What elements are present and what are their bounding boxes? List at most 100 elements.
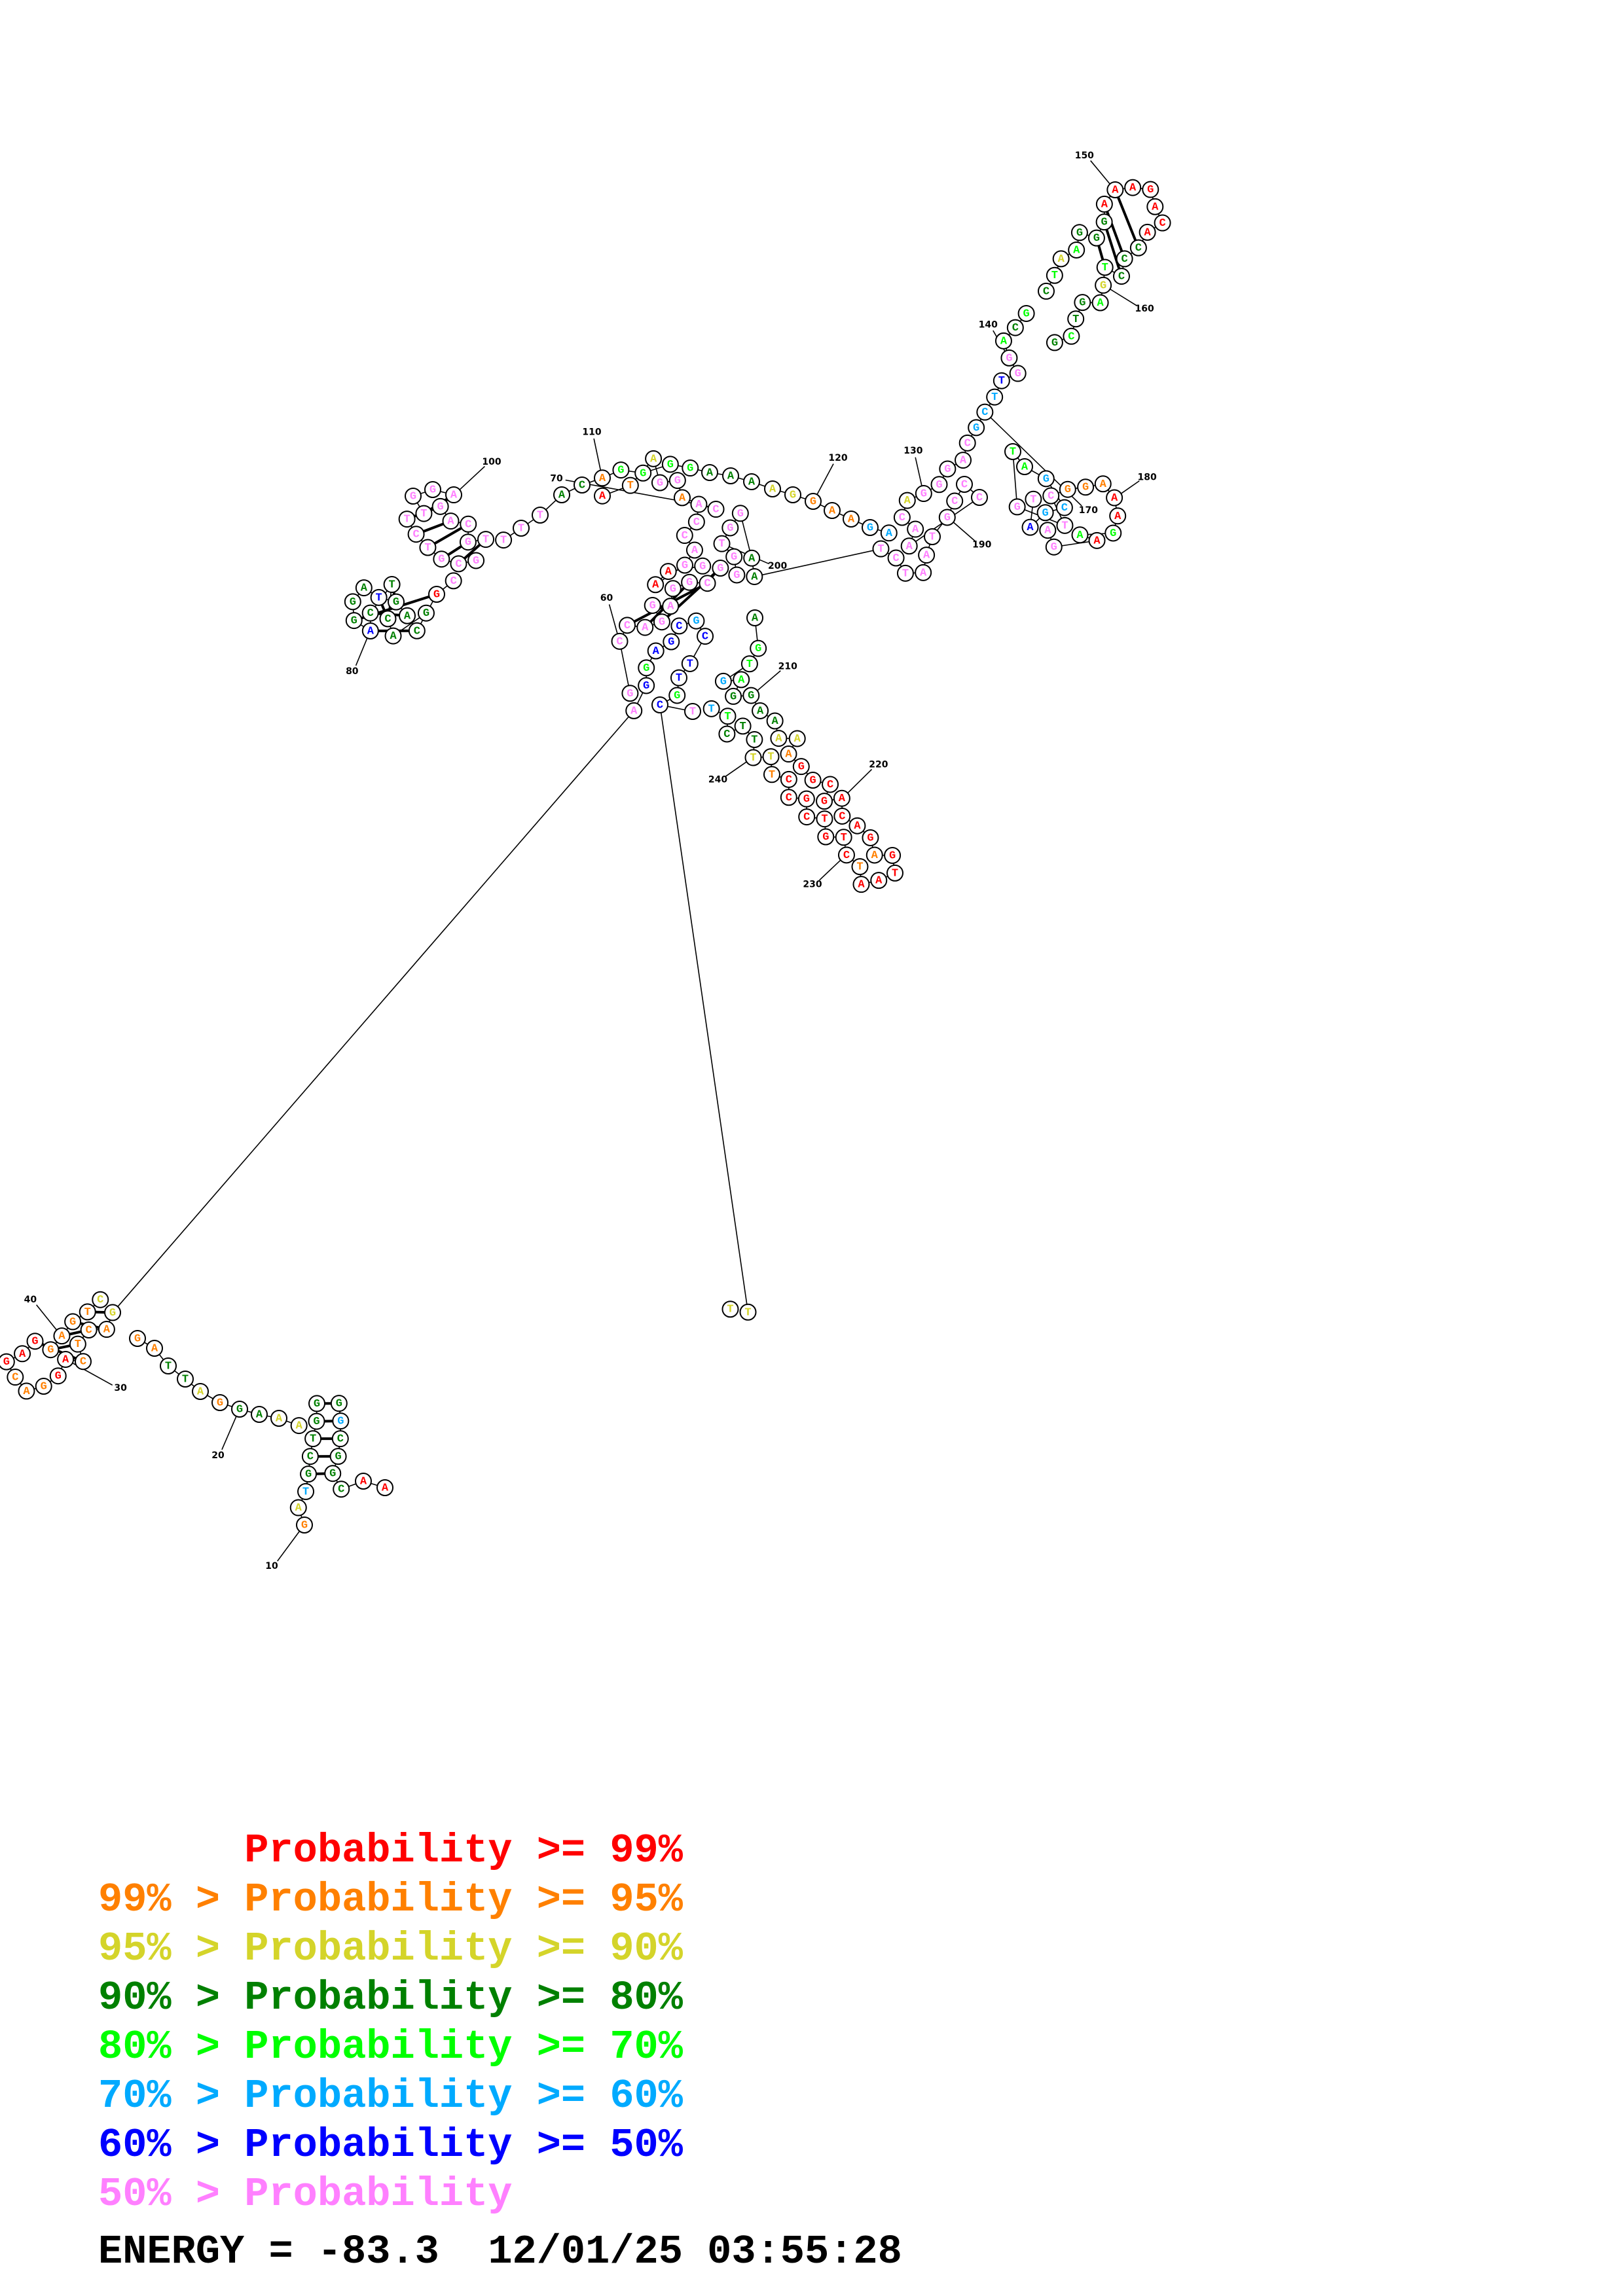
- nucleotide-letter: T: [751, 734, 757, 747]
- nucleotide-letter: A: [1093, 535, 1101, 547]
- nucleotide-letter: T: [165, 1361, 172, 1373]
- nucleotide-letter: G: [803, 793, 810, 806]
- position-label: 220: [869, 760, 888, 770]
- nucleotide-circle: [843, 511, 860, 528]
- nucleotide-letter: C: [1068, 331, 1074, 343]
- legend-prefix: 95% >: [98, 1926, 245, 1972]
- nucleotide-letter: T: [727, 1304, 733, 1316]
- nucleotide: G: [816, 793, 833, 810]
- nucleotide: T: [763, 766, 780, 783]
- nucleotide-letter: G: [822, 831, 829, 844]
- nucleotide: A: [1039, 522, 1057, 539]
- nucleotide-circle: [0, 1353, 15, 1371]
- legend-prefix: 80% >: [98, 2024, 245, 2070]
- nucleotide-letter: G: [329, 1468, 336, 1480]
- nucleotide: A: [594, 469, 611, 487]
- nucleotide-circle: [57, 1350, 75, 1368]
- nucleotide: A: [788, 730, 806, 747]
- nucleotide: C: [780, 789, 797, 806]
- nucleotide-letter: A: [757, 705, 764, 717]
- nucleotide-circle: [946, 492, 964, 510]
- nucleotide-letter: C: [338, 1484, 344, 1496]
- nucleotide-letter: A: [923, 550, 930, 562]
- nucleotide: T: [160, 1357, 177, 1374]
- nucleotide-circle: [104, 1304, 122, 1321]
- nucleotide: G: [1000, 349, 1018, 367]
- nucleotide-circle: [26, 1333, 44, 1350]
- nucleotide-letter: C: [964, 437, 971, 450]
- nucleotide-letter: A: [848, 514, 855, 526]
- nucleotide: A: [833, 789, 850, 807]
- nucleotide: A: [780, 745, 797, 763]
- nucleotide: G: [308, 1412, 325, 1430]
- nucleotide-circle: [333, 1480, 350, 1498]
- nucleotide: T: [993, 372, 1010, 389]
- nucleotide: T: [1067, 310, 1085, 328]
- nucleotide-circle: [805, 493, 822, 510]
- nucleotide-circle: [407, 526, 425, 543]
- nucleotide: G: [1036, 504, 1054, 522]
- nucleotide-circle: [866, 846, 883, 864]
- nucleotide: T: [513, 520, 530, 537]
- legend-label: Probability >= 80%: [244, 1975, 683, 2021]
- nucleotide: G: [1087, 229, 1105, 247]
- nucleotide-letter: A: [752, 613, 759, 625]
- nucleotide-circle: [852, 876, 870, 893]
- nucleotide-letter: T: [687, 658, 693, 670]
- nucleotide-letter: A: [794, 733, 801, 745]
- nucleotide-circle: [734, 717, 752, 735]
- nucleotide: G: [725, 548, 743, 565]
- nucleotide: T: [886, 864, 903, 882]
- nucleotide-letter: G: [217, 1397, 223, 1410]
- nucleotide: T: [816, 810, 833, 828]
- position-label: 30: [114, 1383, 127, 1393]
- nucleotide-letter: C: [843, 850, 850, 862]
- nucleotide: G: [694, 557, 712, 575]
- position-label: 70: [550, 474, 563, 484]
- nucleotide-circle: [405, 488, 422, 505]
- nucleotide-letter: G: [314, 1398, 320, 1410]
- nucleotide-letter: G: [1051, 541, 1057, 554]
- nucleotide-letter: G: [423, 607, 429, 620]
- position-label: 130: [903, 446, 922, 456]
- nucleotide-letter: T: [724, 711, 731, 723]
- base-pair-bond: [1103, 204, 1126, 260]
- nucleotide-circle: [1095, 213, 1113, 231]
- nucleotide-letter: T: [84, 1306, 91, 1319]
- nucleotide: A: [1146, 198, 1164, 215]
- nucleotide-circle: [433, 550, 450, 568]
- nucleotide-letter: A: [62, 1354, 69, 1366]
- nucleotide-circle: [1142, 181, 1159, 198]
- nucleotide: T: [746, 731, 763, 749]
- position-tick-line: [459, 466, 485, 490]
- nucleotide: C: [1055, 499, 1073, 516]
- nucleotide-letter: A: [360, 1476, 367, 1488]
- base-pair-bond: [34, 1340, 84, 1363]
- nucleotide-circle: [361, 604, 379, 622]
- nucleotide-circle: [146, 1340, 163, 1357]
- nucleotide-circle: [308, 1395, 326, 1412]
- nucleotide-letter: A: [650, 453, 657, 465]
- position-label: 210: [778, 662, 797, 672]
- nucleotide-circle: [370, 588, 388, 606]
- nucleotide-letter: G: [438, 554, 445, 566]
- position-tick-line: [36, 1304, 58, 1331]
- nucleotide-letter: G: [674, 690, 680, 702]
- nucleotide-circle: [1045, 538, 1063, 556]
- nucleotide-circle: [824, 502, 841, 519]
- nucleotide-circle: [685, 541, 703, 559]
- nucleotide: A: [98, 1321, 115, 1338]
- nucleotide-letter: A: [23, 1386, 30, 1398]
- nucleotide: A: [701, 464, 718, 481]
- nucleotide: G: [300, 1465, 318, 1483]
- nucleotide-letter: A: [404, 610, 411, 622]
- nucleotide: A: [1071, 526, 1089, 544]
- nucleotide-circle: [661, 456, 679, 473]
- nucleotide-letter: T: [518, 523, 524, 535]
- nucleotide-circle: [290, 1417, 308, 1435]
- nucleotide-circle: [893, 509, 911, 526]
- legend-label: Probability >= 60%: [244, 2073, 683, 2119]
- nucleotide-circle: [424, 481, 441, 498]
- nucleotide-letter: A: [751, 571, 758, 583]
- nucleotide: A: [192, 1383, 209, 1400]
